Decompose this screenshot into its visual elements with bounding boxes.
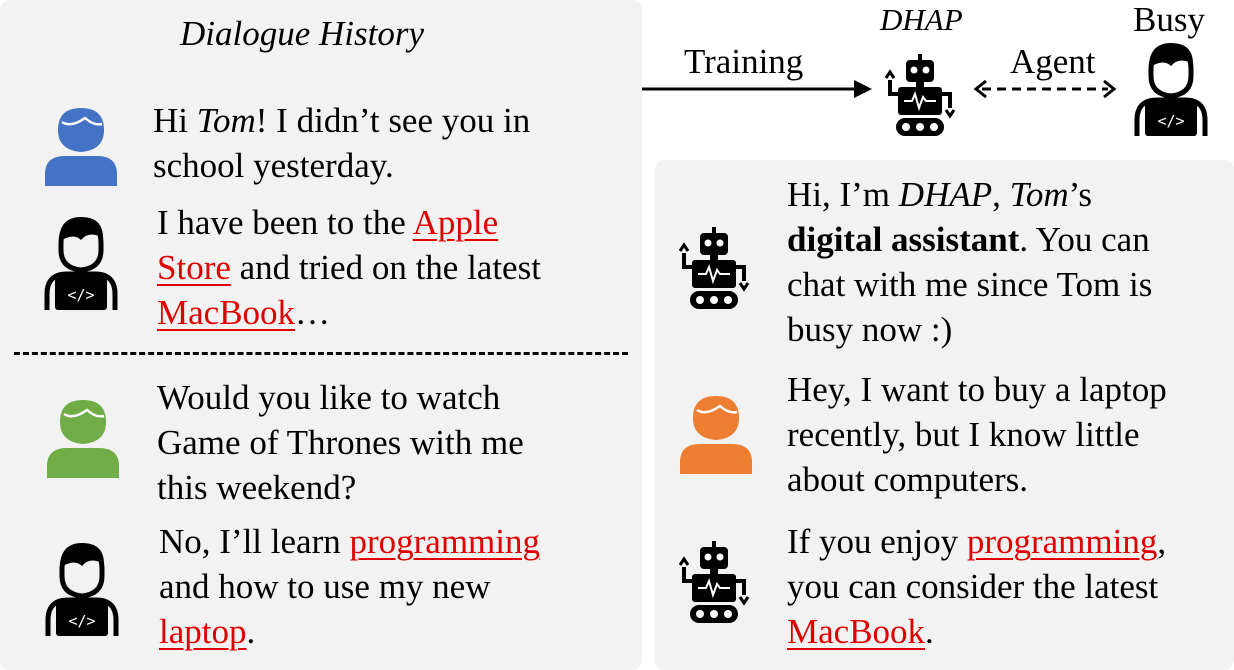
- svg-text:</>: </>: [67, 286, 94, 304]
- green-user-icon: [47, 396, 119, 478]
- agent-chat-panel: [655, 160, 1234, 670]
- training-arrow: [642, 80, 872, 98]
- agent-double-arrow: [973, 79, 1117, 99]
- coder-icon: </>: [1133, 40, 1209, 136]
- svg-text:</>: </>: [68, 612, 95, 630]
- highlight-store: Store: [157, 248, 231, 287]
- agent-message-2: Hey, I want to buy a laptop recently, bu…: [787, 370, 1167, 499]
- history-message-3: Would you like to watch Game of Thrones …: [157, 378, 524, 507]
- highlight-laptop: laptop: [159, 612, 247, 651]
- history-message-2: I have been to the Apple Store and tried…: [157, 203, 541, 332]
- orange-user-icon: [680, 392, 752, 474]
- highlight-macbook: MacBook: [787, 612, 926, 651]
- robot-icon: [884, 54, 956, 138]
- coder-icon: </>: [43, 214, 119, 310]
- robot-icon: [678, 540, 750, 626]
- dialogue-history-panel: [0, 0, 642, 670]
- highlight-apple: Apple: [412, 203, 499, 242]
- robot-icon: [678, 226, 750, 312]
- agent-label: Agent: [1010, 42, 1096, 81]
- agent-message-3: If you enjoy programming, you can consid…: [787, 522, 1167, 651]
- training-label: Training: [684, 42, 804, 81]
- history-message-1: Hi Tom! I didn’t see you in school yeste…: [153, 101, 531, 185]
- highlight-programming: programming: [966, 522, 1158, 561]
- dashed-divider: [14, 352, 628, 355]
- agent-message-1: Hi, I’m DHAP, Tom’s digital assistant. Y…: [787, 175, 1153, 349]
- blue-user-icon: [45, 104, 117, 186]
- history-title: Dialogue History: [180, 14, 425, 53]
- busy-label: Busy: [1133, 0, 1205, 39]
- highlight-programming: programming: [349, 522, 541, 561]
- history-message-4: No, I’ll learn programming and how to us…: [159, 522, 541, 651]
- highlight-macbook: MacBook: [157, 293, 296, 332]
- svg-text:</>: </>: [1157, 112, 1184, 130]
- dhap-label: DHAP: [880, 2, 963, 37]
- coder-icon: </>: [44, 540, 120, 636]
